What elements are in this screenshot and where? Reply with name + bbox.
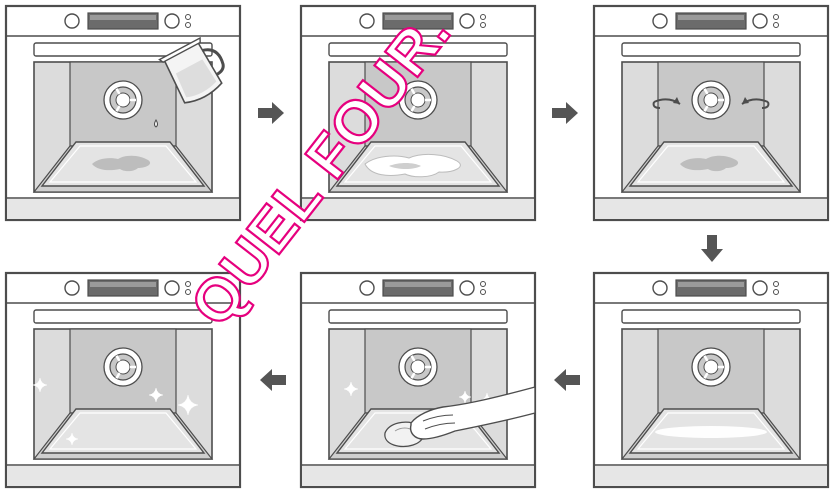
- door-handle: [329, 43, 507, 56]
- knob-right-icon: [460, 281, 474, 295]
- flow-arrow-right-1: [258, 102, 284, 124]
- knob-right-icon: [165, 14, 179, 28]
- indicator-dot-icon: [774, 290, 779, 295]
- display-glare: [90, 282, 156, 287]
- indicator-dot-icon: [481, 15, 486, 20]
- flow-arrow-left-5: [260, 369, 286, 391]
- bottom-drawer: [7, 199, 239, 219]
- indicator-dot-icon: [186, 282, 191, 287]
- fan-hub: [704, 93, 718, 107]
- knob-right-icon: [753, 14, 767, 28]
- bottom-drawer: [595, 466, 827, 486]
- knob-right-icon: [753, 281, 767, 295]
- fan-hub: [411, 360, 425, 374]
- clean-glare-icon: [655, 426, 767, 438]
- knob-left-icon: [65, 14, 79, 28]
- display-glare: [678, 282, 744, 287]
- fan-hub: [411, 93, 425, 107]
- knob-right-icon: [165, 281, 179, 295]
- knob-left-icon: [653, 14, 667, 28]
- indicator-dot-icon: [774, 282, 779, 287]
- door-handle: [34, 310, 212, 323]
- indicator-dot-icon: [186, 15, 191, 20]
- flow-arrow-left-4: [554, 369, 580, 391]
- knob-left-icon: [360, 14, 374, 28]
- fan-hub: [116, 93, 130, 107]
- bottom-drawer: [302, 466, 534, 486]
- display-glare: [385, 282, 451, 287]
- knob-left-icon: [360, 281, 374, 295]
- knob-left-icon: [653, 281, 667, 295]
- door-handle: [329, 310, 507, 323]
- fan-hub: [704, 360, 718, 374]
- door-handle: [622, 43, 800, 56]
- knob-right-icon: [460, 14, 474, 28]
- indicator-dot-icon: [774, 15, 779, 20]
- water-drop-icon: [155, 120, 158, 127]
- display-glare: [385, 15, 451, 20]
- door-handle: [622, 310, 800, 323]
- indicator-dot-icon: [481, 282, 486, 287]
- indicator-dot-icon: [481, 290, 486, 295]
- oven-panel-2: [301, 6, 535, 220]
- bottom-drawer: [302, 199, 534, 219]
- oven-panel-3: [594, 6, 828, 220]
- indicator-dot-icon: [186, 290, 191, 295]
- indicator-dot-icon: [774, 23, 779, 28]
- display-glare: [90, 15, 156, 20]
- indicator-dot-icon: [186, 23, 191, 28]
- display-glare: [678, 15, 744, 20]
- indicator-dot-icon: [481, 23, 486, 28]
- oven-panel-6: [6, 273, 240, 487]
- bottom-drawer: [7, 466, 239, 486]
- fan-hub: [116, 360, 130, 374]
- flow-arrow-right-2: [552, 102, 578, 124]
- oven-panel-5: [301, 273, 535, 487]
- bottom-drawer: [595, 199, 827, 219]
- oven-panel-1: [6, 6, 240, 220]
- knob-left-icon: [65, 281, 79, 295]
- flow-arrow-down-3: [701, 235, 723, 262]
- oven-panel-4: [594, 273, 828, 487]
